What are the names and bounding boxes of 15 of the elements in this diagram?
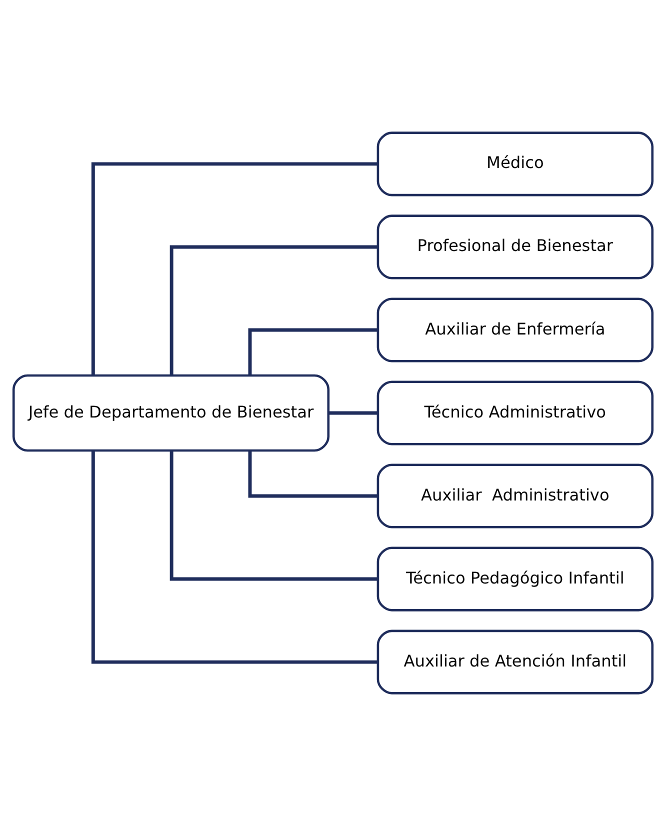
node-box: Técnico Administrativo — [376, 380, 654, 445]
connector — [90, 162, 378, 375]
connector — [169, 450, 378, 580]
node-box: Técnico Pedagógico Infantil — [376, 546, 654, 611]
connector — [248, 450, 378, 498]
connector — [328, 410, 378, 414]
connector — [169, 244, 378, 375]
node-box: Jefe de Departamento de Bienestar — [12, 374, 330, 452]
connector — [248, 328, 378, 375]
node-box: Auxiliar de Enfermería — [376, 297, 654, 362]
connector — [90, 450, 378, 664]
node-box: Auxiliar Administrativo — [376, 463, 654, 528]
node-box: Auxiliar de Atención Infantil — [376, 629, 654, 694]
node-box: Médico — [376, 131, 654, 196]
node-box: Profesional de Bienestar — [376, 214, 654, 279]
